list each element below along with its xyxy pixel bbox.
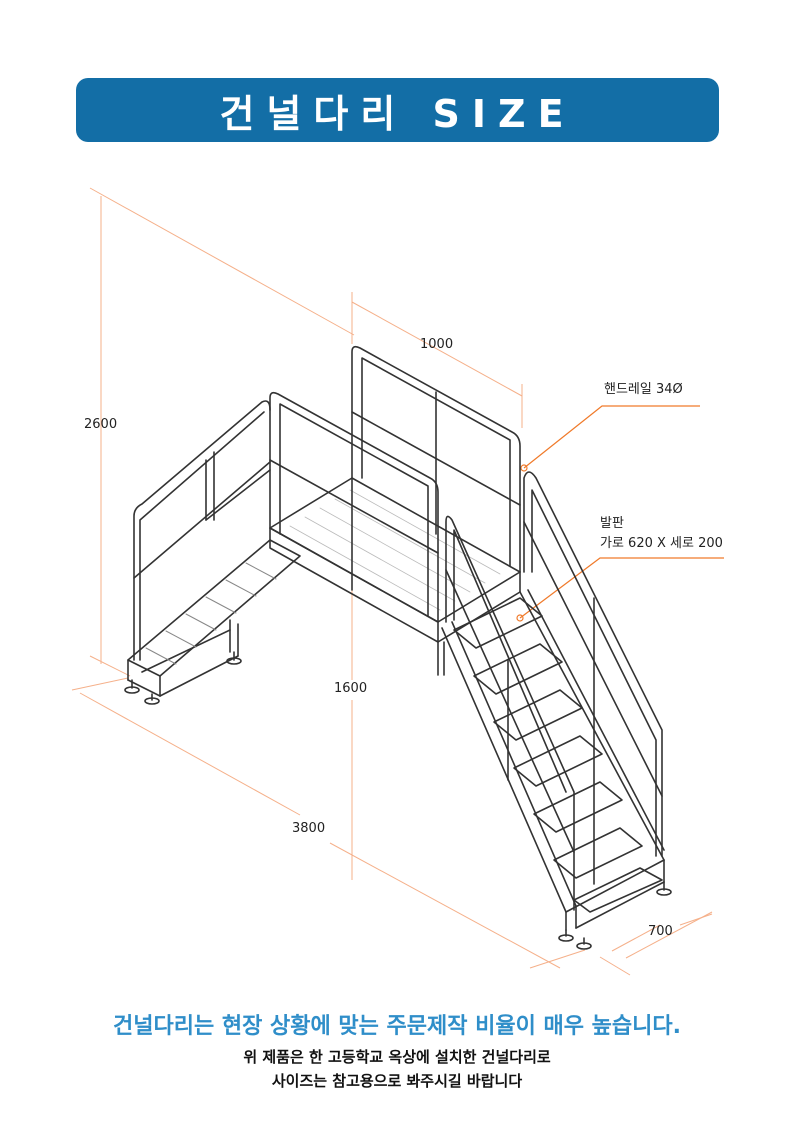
callout-lines (516, 405, 724, 622)
step-callout-size: 가로 620 X 세로 200 (600, 536, 723, 551)
bridge-structure (124, 345, 672, 950)
note-line-2: 사이즈는 참고용으로 봐주시길 바랍니다 (271, 1072, 523, 1090)
dimension-700: 700 (648, 924, 673, 939)
page-title: 건널다리 SIZE (219, 91, 576, 136)
note-line-1: 위 제품은 한 고등학교 옥상에 설치한 건널다리로 (243, 1048, 551, 1066)
dimension-1000: 1000 (420, 337, 454, 352)
title-banner: 건널다리 SIZE (76, 78, 719, 142)
step-callout-title: 발판 (600, 516, 624, 531)
handrail-callout: 핸드레일 34Ø (604, 382, 683, 397)
dimension-3800: 3800 (292, 821, 326, 836)
dimension-1600: 1600 (334, 681, 368, 696)
dimension-lines (71, 187, 713, 976)
headline: 건널다리는 현장 상황에 맞는 주문제작 비율이 매우 높습니다. (113, 1014, 681, 1039)
dimension-2600: 2600 (84, 417, 118, 432)
